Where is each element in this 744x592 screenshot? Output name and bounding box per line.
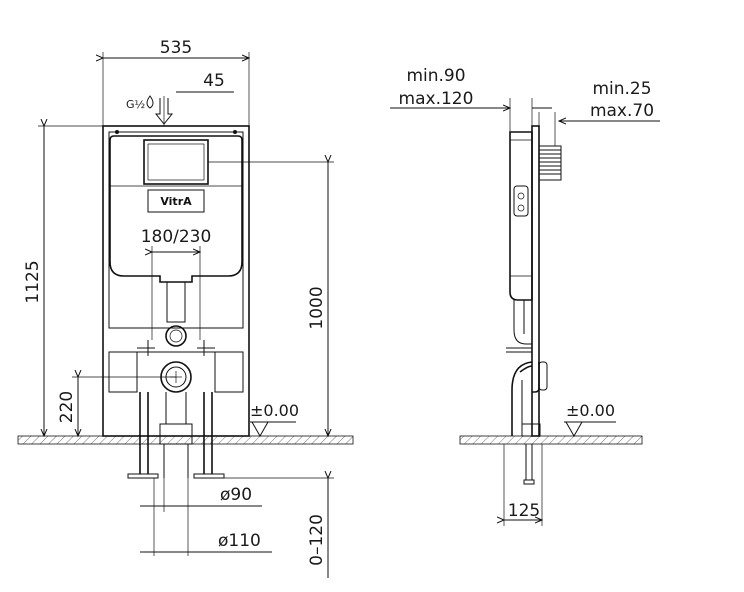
right-bracket (214, 351, 244, 393)
base-label: 125 (508, 501, 540, 521)
tank-height-label: 1000 (307, 286, 327, 329)
front-view: VitrA G½ (17, 38, 354, 578)
level-marker-icon (250, 421, 296, 438)
mounting-bolts (141, 340, 211, 356)
valve-label: G½ (126, 98, 145, 111)
flush-plate-inner (147, 143, 205, 181)
frame-legs (139, 392, 213, 474)
valve-block (513, 185, 529, 217)
wall-min-label: min.25 (592, 79, 651, 99)
width-label: 535 (160, 38, 192, 58)
outlet-height-label: 220 (57, 391, 77, 423)
flush-pipe (166, 281, 186, 323)
side-view: min.90 max.120 min.25 max.70 ±0.00 125 (390, 66, 660, 526)
brand-label: VitrA (160, 195, 192, 208)
level-marker-side-icon (564, 421, 616, 438)
brand-box (147, 189, 205, 213)
floor-hatch (17, 435, 354, 445)
flush-width-label: 180/230 (141, 227, 212, 247)
drain-socket-side (538, 361, 548, 391)
drain-pipe-socket (159, 423, 193, 445)
wall-max-label: max.70 (590, 101, 654, 121)
level-label: ±0.00 (250, 401, 299, 420)
depth-min-label: min.90 (406, 66, 465, 86)
frame-inner (108, 131, 244, 329)
frame-post (531, 125, 540, 437)
wall-bracket (538, 145, 562, 181)
height-label: 1125 (23, 260, 43, 303)
depth-max-label: max.120 (399, 89, 474, 109)
water-drop-icon (146, 95, 154, 109)
adjust-label: 0–120 (307, 514, 327, 566)
left-bracket (108, 351, 138, 393)
cistern-side (509, 131, 533, 301)
floor-hatch-side (459, 435, 643, 445)
flush-outlet (165, 325, 187, 347)
level-side-label: ±0.00 (566, 401, 615, 420)
frame-outer (102, 125, 250, 437)
pipe-large-label: ø110 (218, 531, 261, 551)
pipe-small-label: ø90 (220, 485, 252, 505)
offset-label: 45 (203, 71, 225, 91)
cistern-tank (109, 135, 243, 283)
flush-plate (143, 139, 209, 185)
